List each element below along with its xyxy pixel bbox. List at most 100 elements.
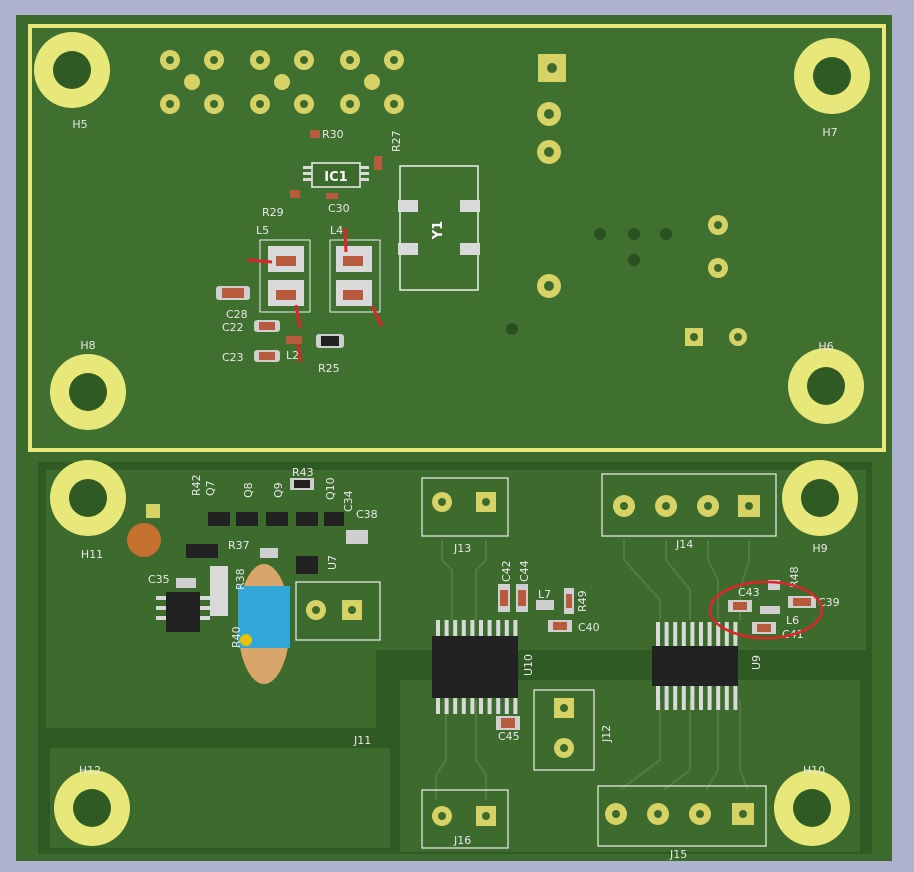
ic-pin [496, 620, 501, 636]
label-r49: R49 [576, 590, 589, 612]
label-r25: R25 [318, 362, 340, 375]
label-c45: C45 [498, 730, 520, 743]
label-c43: C43 [738, 586, 760, 599]
label-c22: C22 [222, 321, 244, 334]
ic-pin [444, 620, 449, 636]
component-labels-upper: R30 R27 R29 C30 L5 L4 C28 C22 C23 L2 R25 [222, 128, 403, 375]
label-l4: L4 [330, 224, 343, 237]
ic-pin [699, 622, 703, 646]
ic-pin [470, 620, 475, 636]
connector-j15: J15 [597, 785, 767, 861]
connector-j16: J16 [421, 789, 509, 849]
ic-pin [479, 698, 483, 714]
ic-pin [487, 698, 492, 714]
ic-pin [453, 698, 458, 714]
label-r42: R42 [190, 474, 203, 496]
ic-pin [681, 622, 686, 646]
label-c44: C44 [518, 560, 531, 582]
hole-label-h7: H7 [822, 126, 837, 139]
ic-pin [673, 622, 678, 646]
y1-label: Y1 [431, 221, 446, 240]
label-j13: J13 [453, 542, 471, 555]
label-c28: C28 [226, 308, 248, 321]
ic-pin [470, 698, 475, 714]
mounting-hole-drill [813, 57, 851, 95]
ic-pin [436, 698, 440, 714]
label-l5: L5 [256, 224, 269, 237]
ic-pin [673, 686, 678, 710]
hole-label-h11: H11 [81, 548, 103, 561]
label-q10: Q10 [324, 477, 337, 500]
label-r48: R48 [788, 566, 801, 588]
label-l7: L7 [538, 588, 551, 601]
mounting-hole-drill [53, 51, 91, 89]
ic-u10: U10 [432, 620, 535, 714]
label-c34: C34 [342, 490, 355, 512]
ic-pin [690, 686, 695, 710]
mounting-hole-drill [73, 789, 111, 827]
ic-u9: U9 [652, 622, 763, 710]
label-r40: R40 [230, 626, 243, 648]
label-j11: J11 [353, 734, 371, 747]
top-pin-groups [160, 50, 404, 114]
ic-pin [444, 698, 449, 714]
crystal-y1: Y1 [398, 165, 480, 291]
label-c42: C42 [500, 560, 513, 582]
ic-pin [656, 622, 660, 646]
ic-pin [664, 686, 669, 710]
inductor-footprints [247, 227, 384, 363]
hole-label-h8: H8 [80, 339, 95, 352]
label-u10: U10 [522, 654, 535, 676]
analog-section [127, 478, 381, 684]
ic-pin [513, 698, 518, 714]
ic-pin [681, 686, 686, 710]
connector-j14: J14 [601, 473, 777, 551]
mounting-hole-drill [69, 479, 107, 517]
ic-pin [707, 686, 712, 710]
mounting-hole-drill [801, 479, 839, 517]
mounting-hole-drill [793, 789, 831, 827]
label-c30: C30 [328, 202, 350, 215]
ic-pin [724, 686, 729, 710]
label-q8: Q8 [242, 482, 255, 498]
ic-pin [461, 698, 466, 714]
ic-pin [504, 620, 509, 636]
connector-j13: J13 [421, 477, 509, 555]
ic-pin [436, 620, 440, 636]
connector-j12: J12 [533, 689, 613, 771]
label-j12: J12 [600, 725, 613, 743]
component-labels-analog: R42 Q7 Q8 Q9 R43 Q10 C34 C38 R37 C35 R38… [148, 466, 378, 747]
label-r38: R38 [234, 568, 247, 590]
ic-pin [487, 620, 492, 636]
label-c23: C23 [222, 351, 244, 364]
label-c40: C40 [578, 621, 600, 634]
rf-section [30, 26, 884, 450]
ic-pin [716, 622, 721, 646]
ic-pin [724, 622, 729, 646]
label-q9: Q9 [272, 482, 285, 498]
thru-hole-column [506, 54, 747, 346]
ic-pin [656, 686, 660, 710]
label-j14: J14 [675, 538, 693, 551]
ic-pin [453, 620, 458, 636]
label-j16: J16 [453, 834, 471, 847]
hole-label-h10: H10 [803, 764, 825, 777]
hole-label-h5: H5 [72, 118, 87, 131]
smd-right-cluster: C43 R48 C39 L6 C41 [708, 566, 840, 641]
ic-pin [504, 698, 509, 714]
ic-pin [461, 620, 466, 636]
label-r30: R30 [322, 128, 344, 141]
label-u9: U9 [750, 655, 763, 670]
smd-upper [216, 130, 382, 362]
label-r29: R29 [262, 206, 284, 219]
smd-mid: C42 C44 L7 R49 C40 C45 [496, 560, 600, 743]
label-c35: C35 [148, 573, 170, 586]
ic-pin [690, 622, 695, 646]
highlight-circle [708, 580, 824, 640]
label-l2: L2 [286, 349, 299, 362]
ic-pin [496, 698, 501, 714]
mounting-hole-drill [69, 373, 107, 411]
board-outline-upper [28, 24, 886, 452]
